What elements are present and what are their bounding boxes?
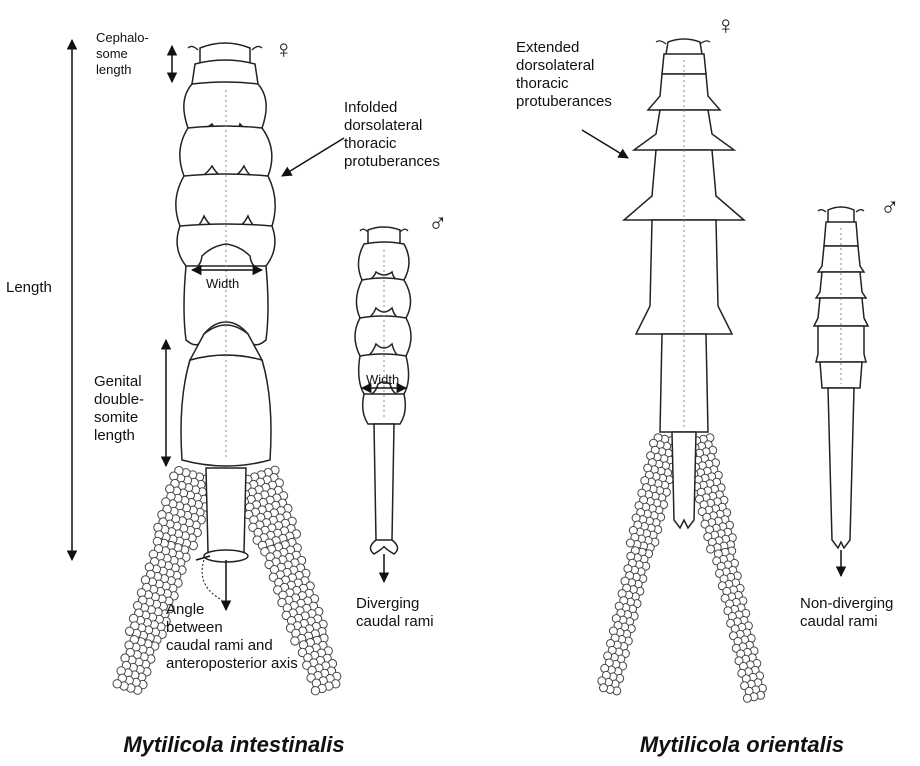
angle-arc bbox=[202, 560, 222, 600]
intestinalis-male-thorax-3 bbox=[355, 316, 411, 357]
intestinalis-male-trunk bbox=[363, 394, 406, 424]
orientalis-male-abdomen bbox=[828, 388, 854, 548]
genital-label-line-1: Genital bbox=[94, 373, 142, 390]
intestinalis-male-caudal-rami bbox=[370, 540, 397, 554]
angle-label-line-2: between bbox=[166, 619, 223, 636]
intestinalis-male-abdomen bbox=[374, 424, 394, 543]
width-label: Width bbox=[206, 276, 239, 291]
egg bbox=[154, 523, 162, 531]
cephalosome-label-line-2: some bbox=[96, 46, 128, 61]
extended-label-line-1: Extended bbox=[516, 39, 579, 56]
infolded-pointer-arrow bbox=[282, 138, 344, 176]
angle-label-line-1: Angle bbox=[166, 601, 204, 618]
male-width-label: Width bbox=[366, 372, 399, 387]
intestinalis-female-symbol: ♀ bbox=[274, 34, 294, 64]
egg bbox=[125, 627, 133, 635]
length-label: Length bbox=[6, 279, 52, 296]
egg bbox=[743, 694, 751, 702]
orientalis-male-symbol: ♂ bbox=[880, 192, 900, 222]
diverging-label-line-2: caudal rami bbox=[356, 613, 434, 630]
intestinalis-female-abdomen bbox=[206, 468, 246, 555]
genital-label-line-2: double- bbox=[94, 391, 144, 408]
orientalis-male bbox=[814, 207, 868, 548]
egg bbox=[626, 539, 634, 547]
orientalis-female-abdomen bbox=[672, 432, 696, 528]
species-title-intestinalis: Mytilicola intestinalis bbox=[123, 732, 344, 757]
species-title-orientalis: Mytilicola orientalis bbox=[640, 732, 844, 757]
orientalis-egg-string-right bbox=[684, 434, 766, 703]
intestinalis-male bbox=[355, 227, 411, 554]
genital-label-line-3: somite bbox=[94, 409, 138, 426]
infolded-label-line-2: dorsolateral bbox=[344, 117, 422, 134]
egg bbox=[113, 680, 121, 688]
egg bbox=[600, 684, 608, 692]
infolded-label-line-1: Infolded bbox=[344, 99, 397, 116]
orientalis-male-seg-4 bbox=[814, 298, 868, 326]
angle-label-line-4: anteroposterior axis bbox=[166, 655, 298, 672]
genital-label-line-4: length bbox=[94, 427, 135, 444]
non-diverging-label-line-1: Non-diverging bbox=[800, 595, 893, 612]
orientalis-female-symbol: ♀ bbox=[716, 10, 736, 40]
infolded-label-line-4: protuberances bbox=[344, 153, 440, 170]
extended-pointer-arrow bbox=[582, 130, 628, 158]
egg bbox=[707, 545, 715, 553]
angle-label-line-3: caudal rami and bbox=[166, 637, 273, 654]
infolded-label-line-3: thoracic bbox=[344, 135, 397, 152]
cephalosome-label-line-3: length bbox=[96, 62, 131, 77]
extended-label-line-2: dorsolateral bbox=[516, 57, 594, 74]
egg bbox=[291, 637, 299, 645]
non-diverging-label-line-2: caudal rami bbox=[800, 613, 878, 630]
intestinalis-female bbox=[113, 43, 341, 695]
orientalis-female-genital-somite bbox=[660, 334, 708, 432]
diverging-label-line-1: Diverging bbox=[356, 595, 419, 612]
extended-label-line-4: protuberances bbox=[516, 93, 612, 110]
egg bbox=[311, 687, 319, 695]
extended-label-line-3: thoracic bbox=[516, 75, 569, 92]
orientalis-female bbox=[598, 39, 767, 702]
intestinalis-male-thorax-2 bbox=[356, 278, 410, 319]
cephalosome-label-line-1: Cephalo- bbox=[96, 30, 149, 45]
intestinalis-male-symbol: ♂ bbox=[428, 208, 448, 238]
orientalis-egg-string-left bbox=[598, 434, 682, 695]
